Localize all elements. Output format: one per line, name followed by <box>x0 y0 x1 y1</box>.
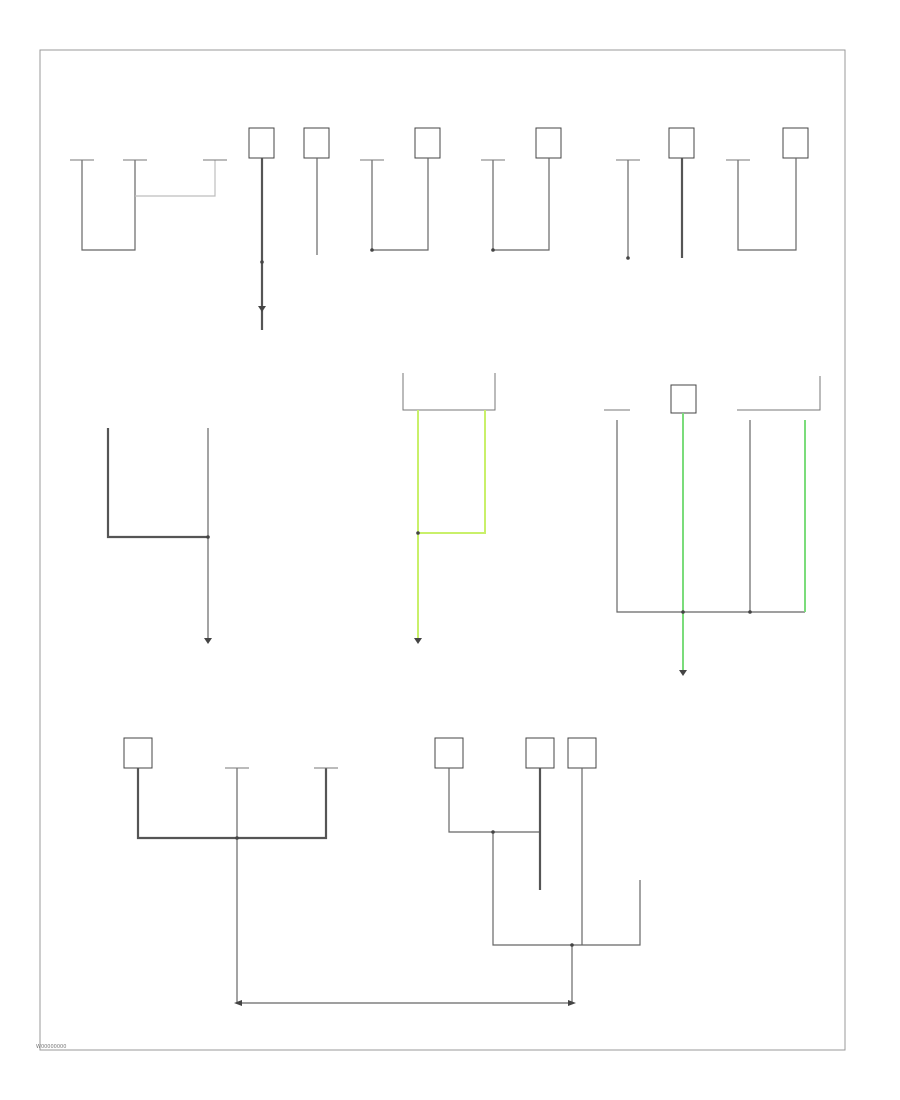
lamp-component <box>303 127 330 159</box>
top-section <box>70 127 809 330</box>
splice-point <box>681 610 685 614</box>
wire-bottom-right-1 <box>448 768 540 833</box>
ground-arrow <box>258 306 266 312</box>
motor-component <box>123 737 153 769</box>
module-outline <box>737 376 821 411</box>
ground-arrow <box>568 1000 576 1006</box>
splice-point <box>206 535 210 539</box>
wire-trailer-left <box>81 160 136 251</box>
motor-component <box>525 737 555 769</box>
wire-bottom-right-3 <box>492 832 641 946</box>
lamp-component <box>535 127 562 159</box>
wire-trailer-right <box>135 160 216 197</box>
wire-bottom-mid <box>236 768 572 1004</box>
ground-arrow <box>679 670 687 676</box>
wire-sender-left <box>106 428 208 539</box>
splice-point <box>491 248 495 252</box>
splice-point <box>260 260 264 264</box>
splice-point <box>370 248 374 252</box>
lamp-component <box>248 127 275 159</box>
splice-point <box>235 836 239 840</box>
splice-point <box>748 610 752 614</box>
wire-right-1 <box>616 420 805 613</box>
ground-arrow <box>204 638 212 644</box>
middle-section <box>106 373 821 676</box>
wire-green-right <box>418 410 486 534</box>
wire-group-7 <box>737 158 797 251</box>
ground-arrow <box>234 1000 242 1006</box>
lamp-component <box>668 127 695 159</box>
lamp-component <box>782 127 809 159</box>
wire-bottom-left <box>136 768 328 840</box>
bottom-section <box>123 737 641 1006</box>
splice-point <box>570 943 574 947</box>
motor-component <box>434 737 464 769</box>
ground-arrow <box>414 638 422 644</box>
lamp-component <box>414 127 441 159</box>
splice-point <box>416 531 420 535</box>
wire-group-3 <box>371 158 429 251</box>
splice-point <box>491 830 495 834</box>
motor-component <box>567 737 597 769</box>
module-outline <box>402 373 496 411</box>
sensor-component <box>670 384 697 414</box>
diagram-frame <box>39 49 846 1051</box>
splice-point <box>626 256 630 260</box>
diagram-footer-code: W00000000 <box>36 1044 67 1050</box>
wire-group-4 <box>492 158 550 251</box>
